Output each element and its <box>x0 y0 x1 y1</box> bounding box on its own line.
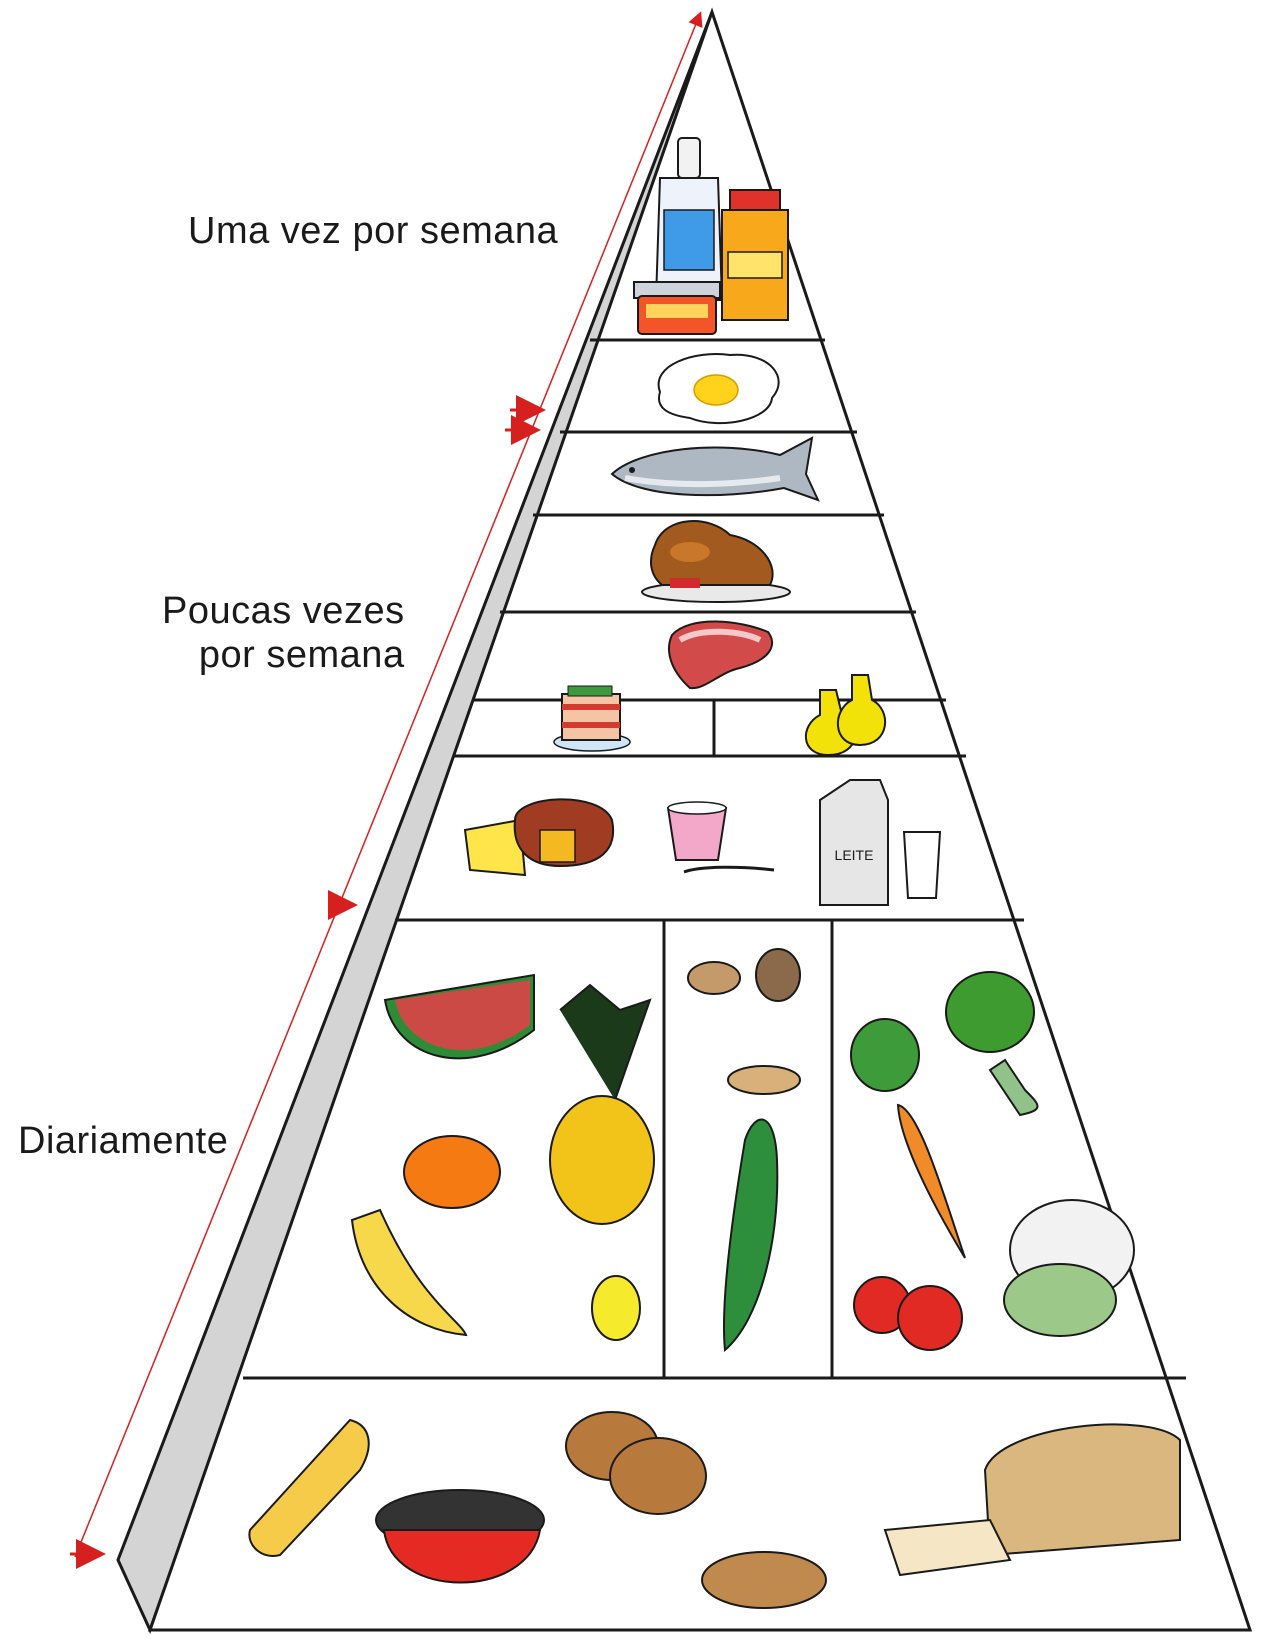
frequency-arrow <box>70 11 703 1569</box>
tomato-icon <box>853 1276 963 1351</box>
glass-of-milk-icon <box>902 831 942 899</box>
label-daily: Diariamente <box>18 1120 229 1162</box>
cauliflower-icon <box>1003 1199 1135 1337</box>
label-few-times-line1: Poucas vezes <box>162 590 405 632</box>
banana-icon <box>350 1208 468 1337</box>
milk-carton-label: LEITE <box>835 847 874 863</box>
label-once-a-week: Uma vez por semana <box>188 210 559 252</box>
orange-icon <box>403 1135 501 1209</box>
label-few-times-line2: por semana <box>198 633 405 676</box>
soft-drink-bottle-icon <box>654 137 724 301</box>
sweets-jar-icon <box>633 281 721 335</box>
milk-carton-icon: LEITE <box>819 779 889 906</box>
label-few-times-a-week: Poucas vezes por semana <box>162 590 405 677</box>
olive-oil-bottles-icon <box>804 674 887 757</box>
cheese-icon <box>463 798 615 877</box>
tier-dividers <box>243 338 1186 1380</box>
rice-bowl-icon <box>375 1489 545 1584</box>
carrot-icon <box>850 1018 966 1259</box>
lemon-icon <box>591 1275 641 1341</box>
roast-chicken-icon <box>641 520 791 603</box>
corn-icon <box>248 1418 370 1557</box>
fried-egg-icon <box>657 353 780 425</box>
potato-icon <box>565 1411 827 1609</box>
yogurt-icon <box>666 801 775 874</box>
bread-icon <box>883 1423 1181 1577</box>
broccoli-icon <box>945 971 1039 1117</box>
steak-icon <box>668 620 773 690</box>
pineapple-icon <box>549 983 655 1225</box>
oil-jar-icon <box>721 189 789 321</box>
pea-pod-icon <box>723 1118 779 1353</box>
cake-slice-icon <box>553 685 631 752</box>
watermelon-icon <box>383 973 535 1060</box>
fish-icon <box>610 436 820 502</box>
nuts-icon <box>687 948 801 1095</box>
